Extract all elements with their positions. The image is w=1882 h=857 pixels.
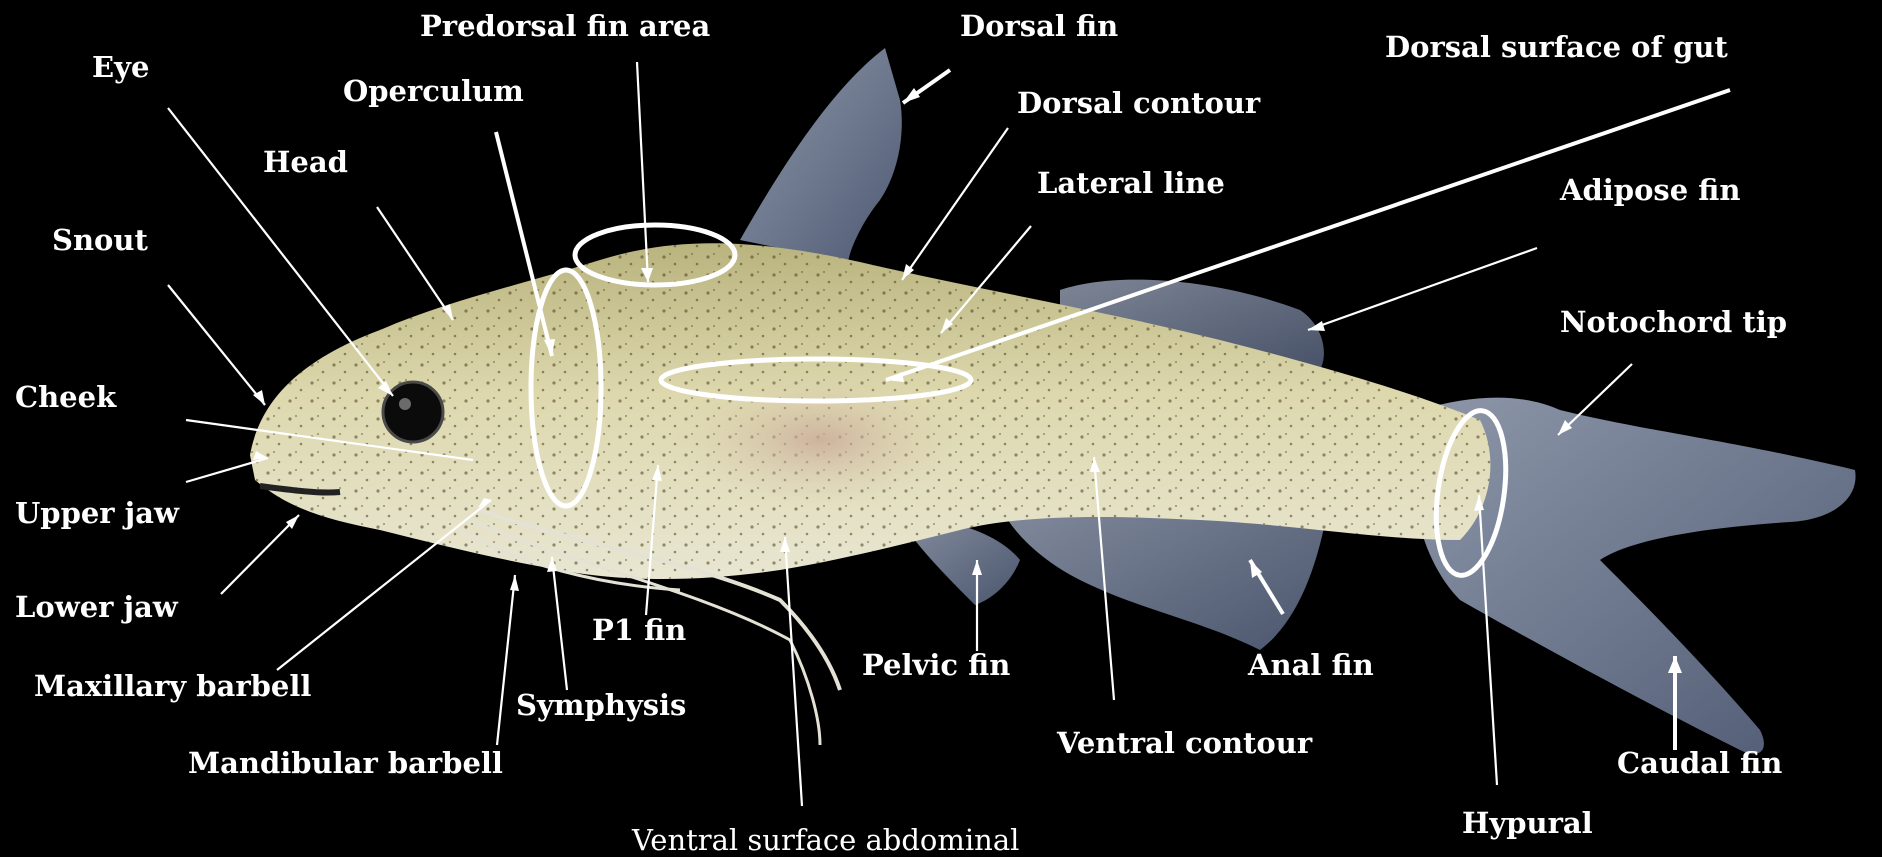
label-lateral-line: Lateral line bbox=[1037, 166, 1225, 200]
label-hypural: Hypural bbox=[1462, 806, 1593, 840]
label-mandibular: Mandibular barbell bbox=[188, 746, 503, 780]
label-predorsal: Predorsal fin area bbox=[420, 9, 710, 43]
eye-shape bbox=[383, 382, 443, 442]
label-pelvic-fin: Pelvic fin bbox=[862, 648, 1010, 682]
label-head: Head bbox=[263, 145, 348, 179]
label-eye: Eye bbox=[92, 50, 149, 84]
label-adipose: Adipose fin bbox=[1559, 173, 1740, 207]
dorsal-fin-shape bbox=[740, 48, 902, 262]
label-p1-fin: P1 fin bbox=[592, 613, 686, 647]
label-notochord: Notochord tip bbox=[1560, 305, 1787, 339]
gut-shading bbox=[670, 370, 970, 510]
label-anal-fin: Anal fin bbox=[1247, 648, 1374, 682]
label-lower-jaw: Lower jaw bbox=[15, 590, 179, 624]
label-ventral-contour: Ventral contour bbox=[1056, 726, 1313, 760]
label-dorsal-fin: Dorsal fin bbox=[960, 9, 1118, 43]
label-snout: Snout bbox=[52, 223, 148, 257]
label-caudal: Caudal fin bbox=[1617, 746, 1782, 780]
label-ventral-abdominal: Ventral surface abdominal bbox=[631, 823, 1019, 857]
label-maxillary: Maxillary barbell bbox=[34, 669, 311, 703]
label-upper-jaw: Upper jaw bbox=[15, 496, 180, 530]
label-operculum: Operculum bbox=[343, 74, 524, 108]
label-dorsal-contour: Dorsal contour bbox=[1017, 86, 1261, 120]
label-cheek: Cheek bbox=[15, 380, 117, 414]
label-symphysis: Symphysis bbox=[516, 688, 686, 722]
label-dorsal-gut: Dorsal surface of gut bbox=[1385, 30, 1728, 64]
